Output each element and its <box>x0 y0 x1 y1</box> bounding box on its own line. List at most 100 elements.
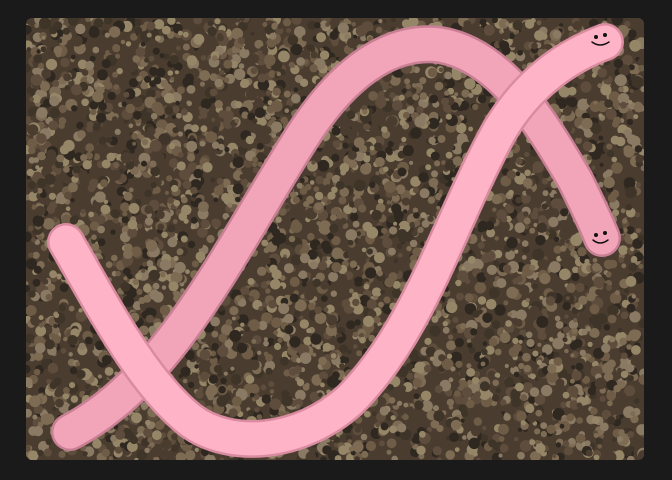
dirt-speck <box>119 442 126 448</box>
dirt-speck <box>330 214 337 221</box>
dirt-speck <box>179 281 185 287</box>
dirt-speck <box>307 232 315 241</box>
dirt-speck <box>211 141 220 149</box>
dirt-speck <box>128 123 134 129</box>
dirt-speck <box>191 260 199 268</box>
dirt-speck <box>131 412 142 424</box>
dirt-speck <box>498 436 505 442</box>
dirt-speck <box>416 445 426 455</box>
dirt-speck <box>523 211 529 217</box>
dirt-speck <box>40 46 47 53</box>
dirt-speck <box>398 235 408 244</box>
dirt-speck <box>426 120 431 125</box>
dirt-speck <box>387 384 394 391</box>
dirt-speck <box>454 390 461 397</box>
dirt-speck <box>397 400 403 406</box>
dirt-speck <box>98 136 107 145</box>
dirt-speck <box>36 133 47 144</box>
dirt-speck <box>85 60 95 70</box>
dirt-speck <box>462 435 467 440</box>
dirt-speck <box>140 41 146 47</box>
dirt-speck <box>638 263 644 269</box>
dirt-speck <box>362 109 368 115</box>
dirt-speck <box>263 337 268 342</box>
dirt-speck <box>607 304 619 316</box>
dirt-speck <box>313 186 320 193</box>
dirt-speck <box>169 55 179 65</box>
dirt-speck <box>566 283 577 293</box>
dirt-speck <box>290 221 303 233</box>
dirt-speck <box>32 187 38 194</box>
dirt-speck <box>630 247 635 252</box>
dirt-speck <box>441 160 446 166</box>
dirt-speck <box>155 67 166 78</box>
dirt-speck <box>293 87 299 92</box>
dirt-speck <box>419 92 428 100</box>
dirt-speck <box>494 304 506 316</box>
dirt-speck <box>564 314 569 319</box>
dirt-speck <box>570 234 583 247</box>
dirt-speck <box>120 202 130 212</box>
dirt-speck <box>450 351 462 364</box>
dirt-speck <box>207 26 217 37</box>
dirt-speck <box>171 433 178 441</box>
dirt-speck <box>518 362 525 370</box>
dirt-speck <box>123 191 133 201</box>
dirt-speck <box>43 448 52 457</box>
dirt-speck <box>321 256 328 262</box>
dirt-speck <box>492 207 497 212</box>
dirt-speck <box>363 315 375 327</box>
dirt-speck <box>552 337 565 350</box>
dirt-speck <box>208 374 219 384</box>
dirt-speck <box>53 312 60 318</box>
dirt-speck <box>577 247 587 257</box>
dirt-speck <box>496 209 507 220</box>
dirt-speck <box>93 82 99 88</box>
dirt-speck <box>320 295 328 302</box>
dirt-speck <box>455 397 462 405</box>
dirt-speck <box>576 402 583 409</box>
dirt-speck <box>513 371 520 378</box>
dirt-speck <box>576 417 583 424</box>
dirt-speck <box>216 34 224 42</box>
dirt-speck <box>427 67 438 78</box>
dirt-speck <box>412 93 419 101</box>
dirt-speck <box>131 132 138 140</box>
dirt-speck <box>488 287 500 299</box>
dirt-speck <box>245 135 255 145</box>
dirt-speck <box>565 239 570 244</box>
dirt-speck <box>502 264 512 274</box>
dirt-speck <box>247 278 255 285</box>
dirt-speck <box>533 222 538 228</box>
dirt-speck <box>123 267 131 276</box>
dirt-speck <box>210 177 216 183</box>
dirt-speck <box>535 409 543 417</box>
dirt-speck <box>505 21 510 26</box>
dirt-speck <box>306 195 315 204</box>
dirt-speck <box>218 385 226 394</box>
dirt-speck <box>294 26 306 38</box>
dirt-speck <box>161 231 168 239</box>
dirt-speck <box>338 135 345 141</box>
dirt-speck <box>560 245 567 252</box>
dirt-speck <box>373 252 385 264</box>
dirt-speck <box>322 445 332 455</box>
dirt-speck <box>76 121 84 130</box>
dirt-speck <box>516 31 529 44</box>
dirt-speck <box>629 39 642 52</box>
dirt-speck <box>213 364 223 374</box>
dirt-speck <box>446 398 455 407</box>
dirt-speck <box>524 169 531 177</box>
dirt-speck <box>536 222 547 233</box>
dirt-speck <box>593 433 599 438</box>
dirt-speck <box>494 236 500 241</box>
dirt-speck <box>141 160 147 167</box>
dirt-speck <box>104 81 113 90</box>
dirt-speck <box>146 32 152 38</box>
dirt-speck <box>481 254 490 263</box>
dirt-speck <box>531 42 538 50</box>
dirt-speck <box>226 185 232 191</box>
dirt-speck <box>566 413 575 422</box>
dirt-speck <box>448 405 454 410</box>
dirt-speck <box>540 422 548 429</box>
